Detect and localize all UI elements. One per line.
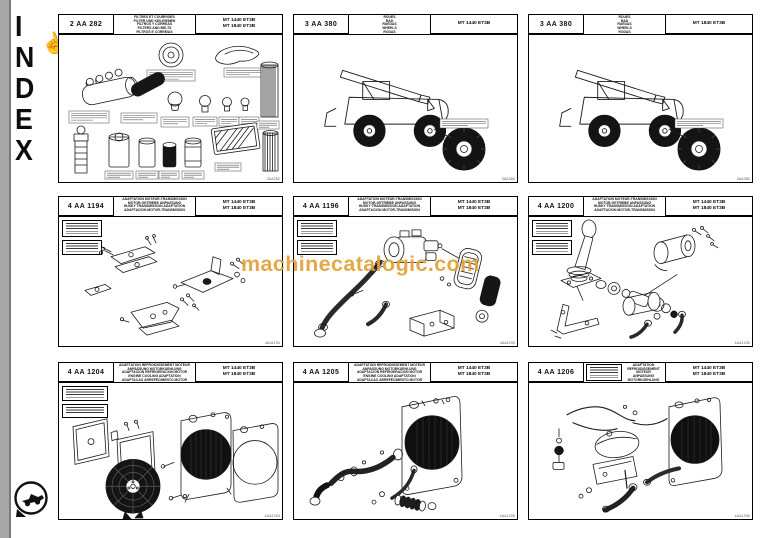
panel-models: MT 1440 ET3B MT 1840 ET3B [430,363,518,382]
page-left-gutter [0,0,11,538]
note-box [532,220,572,237]
catalog-panel-4aa1194[interactable]: 4 AA 1194 ADAPTATION MOTEUR-TRANSMISSION… [58,196,283,347]
panel-ref: 4AA1194 [264,341,280,345]
panel-code: 4 AA 1196 [293,197,349,216]
note-box [62,240,102,255]
telehandler-wheels-illustration [324,69,489,171]
panel-drawing-radiator-hoses: 4AA1205 [293,382,518,520]
panel-code: 4 AA 1205 [293,363,349,382]
panel-models: MT 1440 ET3B [430,15,518,34]
panel-title: ROUES RAD RUEDAS WHEELS RODAS [382,15,397,34]
panel-header: 2 AA 282 FILTRES ET COURROIES FILTER UND… [58,14,283,35]
panel-models: MT 1440 ET3B MT 1840 ET3B [430,197,518,216]
panel-title: ADAPTATION MOTEUR-TRANSMISSION MOTOR-GET… [122,197,187,213]
catalog-panel-2aa282[interactable]: 2 AA 282 FILTRES ET COURROIES FILTER UND… [58,14,283,183]
panel-title: ROUES RAD RUEDAS WHEELS RODAS [617,15,632,34]
note-box [586,364,622,381]
panel-drawing-wheels: 3AA380 [293,34,518,183]
panel-drawing-transmission: 4AA1196 [293,216,518,347]
panel-models: MT 1440 ET3B MT 1840 ET3B [665,363,753,382]
panel-drawing-radiator-piping: 4AA1206 [528,382,753,520]
panel-code: 4 AA 1200 [528,197,584,216]
panel-header: 4 AA 1204 ADAPTATION REFROIDISSEMENT MOT… [58,362,283,383]
catalog-brand-icon[interactable] [11,479,51,519]
panel-title: ADAPTATION MOTEUR-TRANSMISSION MOTOR-GET… [592,197,657,213]
panel-header: 4 AA 1205 ADAPTATION REFROIDISSEMENT MOT… [293,362,518,383]
panel-drawing-filters-belts: 2AA282 [58,34,283,183]
panel-title: FILTRES ET COURROIES FILTER UND KEILRIEM… [133,15,176,34]
note-box [297,240,337,255]
panel-code: 3 AA 380 [528,15,584,34]
panel-ref: 4AA1205 [499,514,515,518]
engine-bracket-illustration [84,234,246,336]
panel-ref: 4AA1196 [499,341,515,345]
panel-code: 3 AA 380 [293,15,349,34]
panel-ref: 3AA380 [736,177,750,181]
panel-models: MT 1440 ET3B MT 1840 ET3B [195,197,283,216]
note-box [62,386,108,401]
index-letter[interactable]: D [15,73,35,105]
panel-ref: 2AA282 [266,177,280,181]
panel-ref: 4AA1200 [734,341,750,345]
radiator-fan-illustration [72,412,279,519]
catalog-panel-3aa380-b[interactable]: 3 AA 380 ROUES RAD RUEDAS WHEELS RODAS M… [528,14,753,183]
catalog-panel-4aa1205[interactable]: 4 AA 1205 ADAPTATION REFROIDISSEMENT MOT… [293,362,518,520]
panel-code: 4 AA 1206 [528,363,584,382]
panel-title: ADAPTATION REFROIDISSEMENT MOTEUR ANPASS… [119,363,190,382]
catalog-panel-4aa1196[interactable]: 4 AA 1196 ADAPTATION MOTEUR-TRANSMISSION… [293,196,518,347]
panel-models: MT 1440 ET3B MT 1840 ET3B [195,363,283,382]
panel-models: MT 1440 ET3B MT 1840 ET3B [195,15,283,34]
panel-code: 4 AA 1204 [58,363,114,382]
panel-title: ADAPTATION REFROIDISSEMENT MOTEUR ANPASS… [354,363,425,382]
panel-ref: 4AA1206 [734,514,750,518]
panel-header: 4 AA 1196 ADAPTATION MOTEUR-TRANSMISSION… [293,196,518,217]
panel-ref: 4AA1204 [264,514,280,518]
catalog-panel-4aa1200[interactable]: 4 AA 1200 ADAPTATION MOTEUR-TRANSMISSION… [528,196,753,347]
panel-code: 4 AA 1194 [58,197,114,216]
note-box [62,404,108,418]
panel-title: ADAPTATION MOTEUR-TRANSMISSION MOTOR-GET… [357,197,422,213]
gear-lever-illustration [550,219,719,339]
panel-drawing-engine-brackets: 4AA1194 [58,216,283,347]
index-nav[interactable]: I N D E X [15,12,49,167]
panel-models: MT 1440 ET3B MT 1840 ET3B [665,197,753,216]
index-letter[interactable]: I [15,11,23,43]
radiator-hoses-illustration [309,396,463,512]
note-box [62,220,102,237]
transmission-hose-illustration [314,229,501,338]
filters-belts-illustration [68,42,280,180]
panel-header: 3 AA 380 ROUES RAD RUEDAS WHEELS RODAS M… [293,14,518,35]
panel-code: 2 AA 282 [58,15,114,34]
index-letter[interactable]: N [15,42,35,74]
panel-header: 4 AA 1206 ADAPTATION REFROIDISSEMENT MOT… [528,362,753,411]
telehandler-wheels-illustration [559,69,724,171]
catalog-panel-4aa1206[interactable]: 4 AA 1206 ADAPTATION REFROIDISSEMENT MOT… [528,362,753,520]
catalog-panel-4aa1204[interactable]: 4 AA 1204 ADAPTATION REFROIDISSEMENT MOT… [58,362,283,520]
panel-header: 3 AA 380 ROUES RAD RUEDAS WHEELS RODAS M… [528,14,753,35]
panel-header: 4 AA 1194 ADAPTATION MOTEUR-TRANSMISSION… [58,196,283,217]
note-box [532,240,572,255]
panel-ref: 3AA380 [501,177,515,181]
panel-drawing-gear-control: 4AA1200 [528,216,753,347]
panel-header: 4 AA 1200 ADAPTATION MOTEUR-TRANSMISSION… [528,196,753,217]
note-box [297,220,337,237]
panel-drawing-radiator-fan: 4AA1204 [58,382,283,520]
catalog-panel-3aa380-a[interactable]: 3 AA 380 ROUES RAD RUEDAS WHEELS RODAS M… [293,14,518,183]
panel-drawing-wheels: 3AA380 [528,34,753,183]
panel-models: MT 1840 ET3B [665,15,753,34]
radiator-piping-illustration [552,397,723,513]
index-letter[interactable]: X [15,135,33,167]
index-letter[interactable]: E [15,104,33,136]
